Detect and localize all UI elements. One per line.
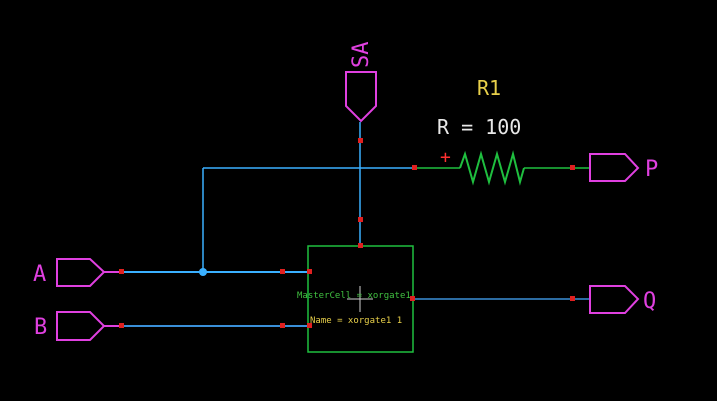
- wire-junction-dot[interactable]: [199, 268, 207, 276]
- wires: [122, 122, 590, 327]
- node-gate-out[interactable]: [410, 296, 415, 301]
- node-gate-in-a[interactable]: [280, 269, 285, 274]
- node-gate-pin-a[interactable]: [307, 269, 312, 274]
- node-q-port[interactable]: [570, 296, 575, 301]
- node-b-port[interactable]: [119, 323, 124, 328]
- port-b-shape[interactable]: [56, 311, 106, 341]
- port-q-shape[interactable]: [589, 285, 640, 314]
- node-gate-pin-top[interactable]: [358, 243, 363, 248]
- node-a-port[interactable]: [119, 269, 124, 274]
- instance-name-label: Name = xorgate1 1: [310, 316, 402, 326]
- port-p-shape[interactable]: [589, 153, 640, 182]
- port-sa-shape[interactable]: [345, 71, 377, 123]
- port-sa-label: SA: [349, 42, 374, 69]
- node-gate-in-b[interactable]: [280, 323, 285, 328]
- connection-nodes: [119, 138, 575, 328]
- port-q-label: Q: [643, 289, 656, 314]
- port-p-label: P: [645, 157, 658, 182]
- node-sa-mid[interactable]: [358, 217, 363, 222]
- resistor-value-label: R = 100: [437, 115, 521, 139]
- node-gate-pin-b[interactable]: [307, 323, 312, 328]
- port-b-label: B: [34, 315, 47, 340]
- resistor-ref-label: R1: [477, 76, 501, 100]
- node-resistor-left[interactable]: [412, 165, 417, 170]
- resistor-zigzag[interactable]: [459, 150, 525, 186]
- port-a-shape[interactable]: [56, 258, 106, 287]
- node-resistor-right[interactable]: [570, 165, 575, 170]
- node-sa-port[interactable]: [358, 138, 363, 143]
- port-a-label: A: [33, 262, 46, 287]
- resistor-polarity-label: +: [440, 147, 451, 168]
- instance-master-label: MasterCell = xorgate1: [297, 291, 411, 301]
